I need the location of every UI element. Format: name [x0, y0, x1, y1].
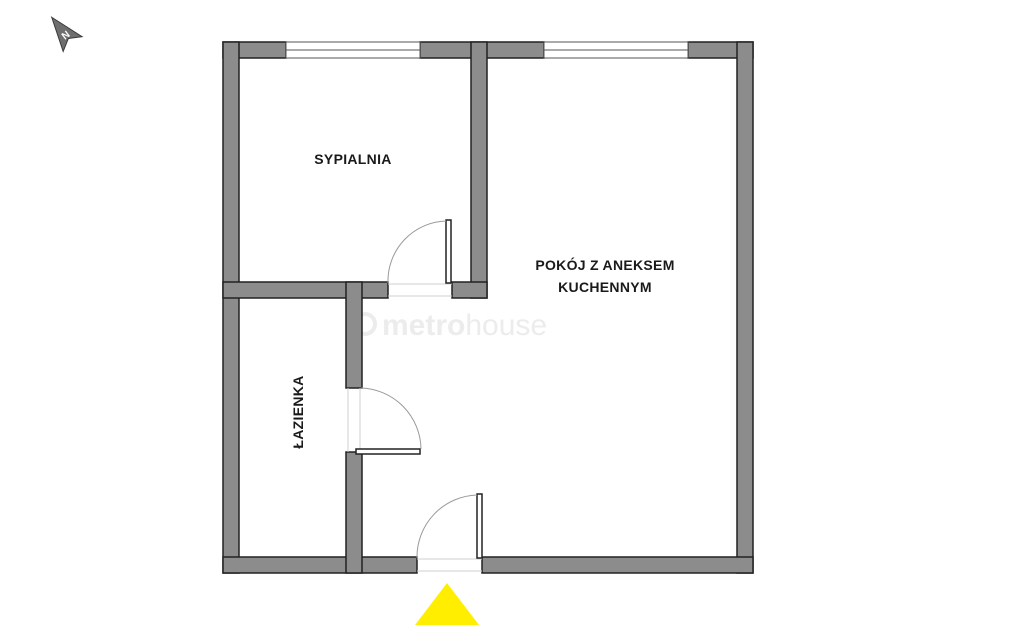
- wall-bedroom-bottom-right: [451, 281, 488, 299]
- watermark: metrohouse: [353, 309, 547, 342]
- windows: [285, 41, 689, 59]
- door-bedroom: [387, 219, 452, 284]
- wall-bedroom-bottom-left: [222, 281, 389, 299]
- door-thresholds: [347, 283, 482, 572]
- wall-bathroom-upper: [345, 281, 363, 389]
- wall-bathroom-lower: [345, 451, 363, 574]
- outer-wall-bottom-left: [222, 556, 418, 574]
- room-label-living-line1: POKÓJ Z ANEKSEM: [535, 256, 674, 273]
- outer-wall-bottom-right: [481, 556, 754, 574]
- outer-wall-left: [222, 41, 240, 574]
- compass-icon: N: [50, 16, 84, 53]
- watermark-text-house: house: [465, 309, 547, 342]
- wall-bedroom-living: [470, 41, 488, 299]
- door-bathroom: [355, 387, 422, 455]
- room-label-bathroom: ŁAZIENKA: [290, 375, 306, 448]
- door-entrance: [416, 493, 483, 559]
- svg-text:metrohouse: metrohouse: [382, 309, 547, 342]
- doors: [355, 219, 483, 559]
- outer-wall-right: [736, 41, 754, 574]
- walls: [222, 41, 754, 574]
- entrance-marker-icon: [415, 583, 479, 625]
- watermark-text-metro: metro: [382, 309, 465, 342]
- room-label-living-line2: KUCHENNYM: [558, 279, 652, 295]
- room-label-bedroom: SYPIALNIA: [314, 151, 391, 167]
